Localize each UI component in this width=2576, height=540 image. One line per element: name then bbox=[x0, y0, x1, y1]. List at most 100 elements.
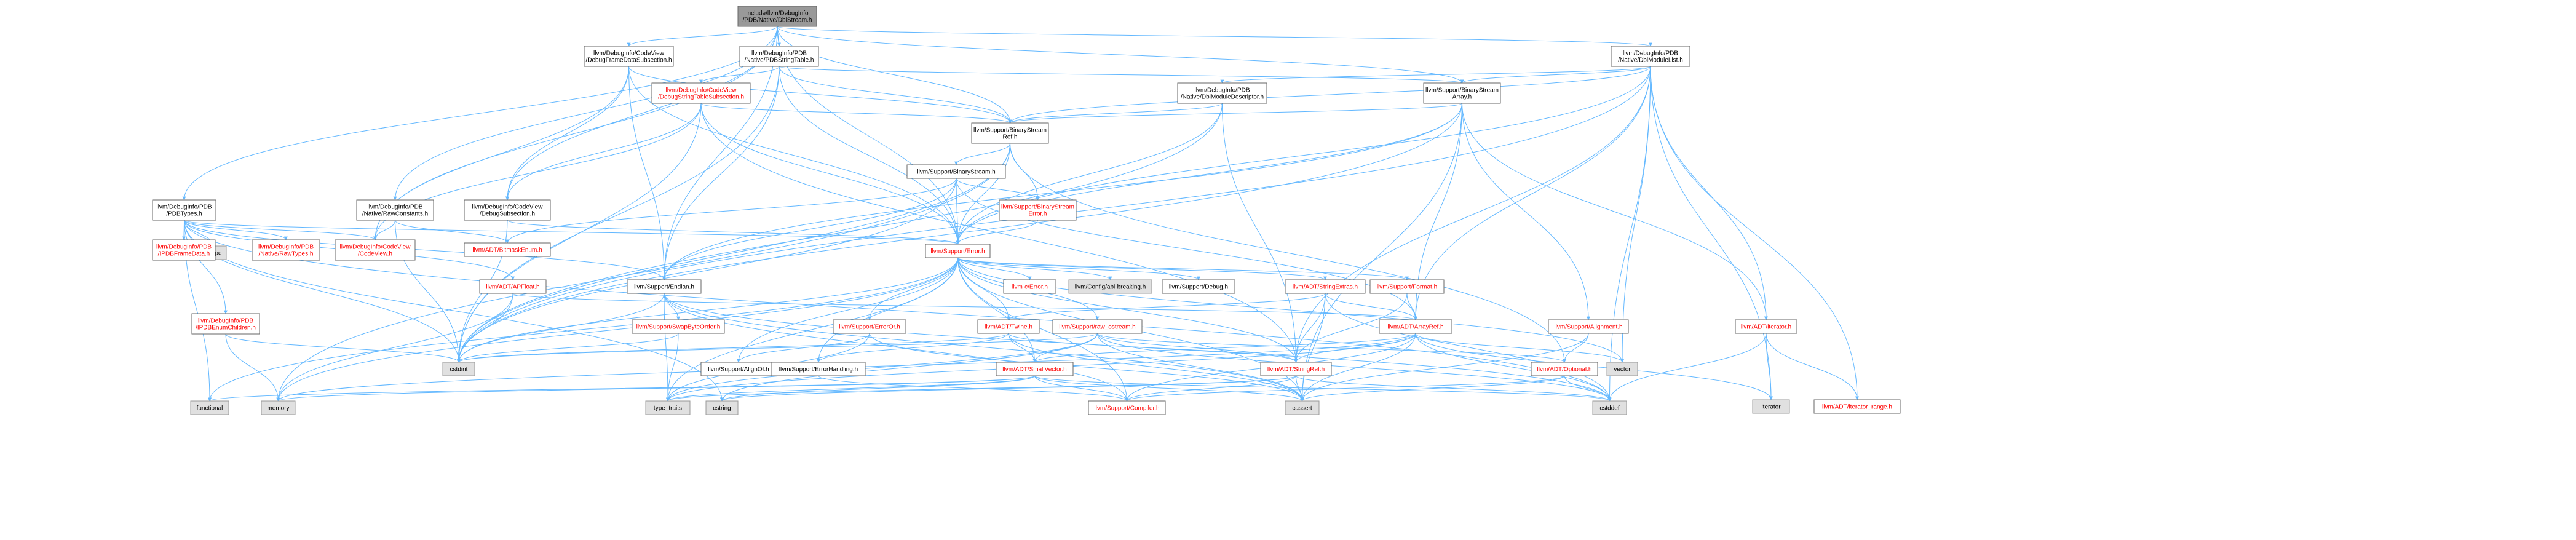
node-label: llvm/Support/Endian.h bbox=[634, 284, 694, 291]
node-label: llvm/ADT/ArrayRef.h bbox=[1387, 324, 1443, 331]
node-label: llvm/Support/ErrorHandling.h bbox=[779, 367, 858, 373]
node-box bbox=[1177, 82, 1267, 104]
node-box bbox=[1752, 399, 1790, 414]
node-bstream[interactable]: llvm/Support/BinaryStream.h bbox=[906, 164, 1006, 179]
node-box bbox=[1606, 362, 1638, 376]
node-errhandling[interactable]: llvm/Support/ErrorHandling.h bbox=[771, 362, 866, 376]
node-label: llvm/DebugInfo/CodeView bbox=[593, 50, 665, 57]
node-label: llvm/Support/Format.h bbox=[1377, 284, 1437, 291]
node-optional[interactable]: llvm/ADT/Optional.h bbox=[1531, 362, 1598, 376]
dependency-edge bbox=[957, 257, 1032, 280]
node-adt_iterator[interactable]: llvm/ADT/iterator.h bbox=[1735, 319, 1797, 334]
node-cstddef[interactable]: cstddef bbox=[1592, 400, 1627, 415]
node-label: llvm/ADT/iterator.h bbox=[1741, 324, 1791, 331]
node-cv_dsts[interactable]: llvm/DebugInfo/CodeView/DebugStringTable… bbox=[651, 82, 751, 104]
node-root[interactable]: include/llvm/DebugInfo/PDB/Native/DbiStr… bbox=[737, 6, 817, 27]
dependency-edge bbox=[627, 26, 778, 47]
node-enumchildren[interactable]: llvm/DebugInfo/PDB/IPDBEnumChildren.h bbox=[191, 313, 260, 335]
dependency-edge bbox=[720, 333, 1098, 402]
node-swapbyte[interactable]: llvm/Support/SwapByteOrder.h bbox=[632, 319, 725, 334]
dependency-edge bbox=[1034, 375, 1129, 402]
node-apfloat[interactable]: llvm/ADT/APFloat.h bbox=[479, 279, 547, 294]
node-format[interactable]: llvm/Support/Format.h bbox=[1369, 279, 1445, 294]
node-abibreak[interactable]: llvm/Config/abi-breaking.h bbox=[1068, 279, 1152, 294]
dependency-edge bbox=[457, 178, 957, 363]
node-memory[interactable]: memory bbox=[261, 400, 296, 415]
dependency-edge bbox=[457, 293, 513, 363]
dependency-edge bbox=[1008, 333, 1304, 402]
dependency-edge bbox=[1296, 375, 1612, 402]
node-label: llvm/Support/Debug.h bbox=[1169, 284, 1228, 291]
node-functional[interactable]: functional bbox=[190, 400, 229, 415]
node-box bbox=[651, 82, 751, 104]
node-box bbox=[335, 239, 416, 261]
dependency-edge bbox=[1325, 293, 1612, 402]
node-box bbox=[152, 199, 216, 221]
node-cerror[interactable]: llvm-c/Error.h bbox=[1003, 279, 1056, 294]
node-rawtypes[interactable]: llvm/DebugInfo/PDB/Native/RawTypes.h bbox=[252, 239, 320, 261]
node-cassert[interactable]: cassert bbox=[1285, 400, 1320, 415]
node-pdbframedata[interactable]: llvm/DebugInfo/PDB/IPDBFrameData.h bbox=[152, 239, 216, 261]
node-box bbox=[442, 362, 475, 376]
dependency-edge bbox=[1294, 293, 1408, 363]
node-endian[interactable]: llvm/Support/Endian.h bbox=[627, 279, 702, 294]
dependency-edge bbox=[1097, 333, 1612, 402]
node-cv_dsub[interactable]: llvm/DebugInfo/CodeView/DebugSubsection.… bbox=[464, 199, 551, 221]
node-pdb_dbimoddesc[interactable]: llvm/DebugInfo/PDB/Native/DbiModuleDescr… bbox=[1177, 82, 1267, 104]
dependency-edge bbox=[956, 220, 1038, 245]
node-label: llvm/ADT/APFloat.h bbox=[486, 284, 539, 291]
node-label: llvm/DebugInfo/PDB bbox=[156, 204, 212, 211]
dependency-edge bbox=[1766, 333, 1859, 400]
node-box bbox=[1285, 400, 1320, 415]
dependency-edge bbox=[779, 66, 1464, 84]
dependency-edge bbox=[777, 26, 1652, 47]
dependency-edge bbox=[956, 143, 1010, 245]
node-pdb_dbimodlist[interactable]: llvm/DebugInfo/PDB/Native/DbiModuleList.… bbox=[1611, 46, 1690, 67]
node-label: /DebugSubsection.h bbox=[480, 211, 535, 218]
node-rawconst[interactable]: llvm/DebugInfo/PDB/Native/RawConstants.h bbox=[356, 199, 434, 221]
node-pdb_strtab[interactable]: llvm/DebugInfo/PDB/Native/PDBStringTable… bbox=[739, 46, 819, 67]
dependency-edge bbox=[1462, 103, 1590, 320]
node-twine[interactable]: llvm/ADT/Twine.h bbox=[977, 319, 1040, 334]
dependency-edge bbox=[666, 375, 1296, 402]
dependency-edge bbox=[777, 26, 1012, 124]
node-alignment[interactable]: llvm/Support/Alignment.h bbox=[1548, 319, 1629, 334]
node-cv_dfds[interactable]: llvm/DebugInfo/CodeView/DebugFrameDataSu… bbox=[584, 46, 674, 67]
node-box bbox=[1813, 399, 1901, 414]
node-stringref[interactable]: llvm/ADT/StringRef.h bbox=[1260, 362, 1332, 376]
node-strextras[interactable]: llvm/ADT/StringExtras.h bbox=[1285, 279, 1366, 294]
dependency-edge bbox=[664, 293, 1129, 402]
node-pdbtypes[interactable]: llvm/DebugInfo/PDB/PDBTypes.h bbox=[152, 199, 216, 221]
node-bitmaskenum[interactable]: llvm/ADT/BitmaskEnum.h bbox=[464, 242, 551, 257]
dependency-edge bbox=[1564, 375, 1612, 402]
node-compiler[interactable]: llvm/Support/Compiler.h bbox=[1088, 400, 1166, 415]
node-cvview[interactable]: llvm/DebugInfo/CodeView/CodeView.h bbox=[335, 239, 416, 261]
node-box bbox=[1548, 319, 1629, 334]
node-label: llvm/DebugInfo/CodeView bbox=[666, 87, 737, 94]
node-iterrange[interactable]: llvm/ADT/iterator_range.h bbox=[1813, 399, 1901, 414]
node-box bbox=[1068, 279, 1152, 294]
dependency-edge bbox=[1415, 333, 1612, 402]
node-cstring[interactable]: cstring bbox=[705, 400, 739, 415]
node-debug[interactable]: llvm/Support/Debug.h bbox=[1162, 279, 1235, 294]
node-iterator[interactable]: iterator bbox=[1752, 399, 1790, 414]
dependency-edge bbox=[957, 257, 1327, 280]
node-rawostream[interactable]: llvm/Support/raw_ostream.h bbox=[1052, 319, 1143, 334]
dependency-edge bbox=[1325, 293, 1417, 320]
node-vector[interactable]: vector bbox=[1606, 362, 1638, 376]
node-error[interactable]: llvm/Support/Error.h bbox=[925, 244, 991, 258]
dependency-edge bbox=[777, 26, 1464, 84]
node-smallvector[interactable]: llvm/ADT/SmallVector.h bbox=[996, 362, 1074, 376]
dependency-edge bbox=[1097, 333, 1304, 402]
dependency-edge bbox=[1414, 66, 1651, 320]
node-typetraits[interactable]: type_traits bbox=[645, 400, 691, 415]
node-erroror[interactable]: llvm/Support/ErrorOr.h bbox=[833, 319, 906, 334]
node-arrayref[interactable]: llvm/ADT/ArrayRef.h bbox=[1379, 319, 1452, 334]
node-cstdint[interactable]: cstdint bbox=[442, 362, 475, 376]
node-alignof[interactable]: llvm/Support/AlignOf.h bbox=[700, 362, 777, 376]
node-label: llvm/DebugInfo/PDB bbox=[367, 204, 422, 211]
node-label: llvm/Support/raw_ostream.h bbox=[1059, 324, 1136, 331]
